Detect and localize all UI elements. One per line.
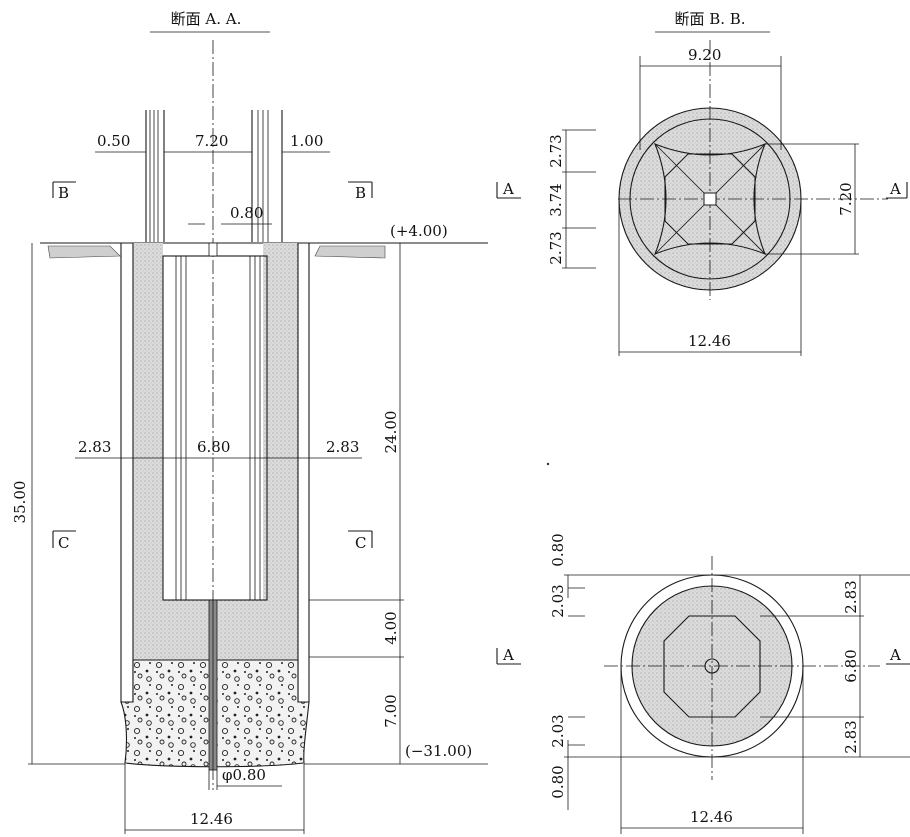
dim-bb-right: 7.20	[837, 182, 855, 215]
section-aa-title: 断面 A. A.	[171, 10, 242, 28]
tower-right-wall	[251, 110, 283, 242]
shaft-concrete-right	[213, 243, 298, 660]
bb-center-pipe	[703, 192, 717, 206]
cc-octagon-chamber	[663, 615, 761, 718]
cc-dim-top-gap: 0.80	[549, 533, 567, 566]
section-bb: 断面 B. B. 9.20 2.73 3.74 2.73 7.20	[496, 10, 908, 466]
elevation-bottom: (−31.00)	[405, 742, 472, 760]
dim-100: 1.00	[290, 132, 323, 150]
dim-inner: 6.80	[197, 438, 230, 456]
svg-text:A: A	[889, 180, 901, 198]
dim-right-wall: 2.83	[326, 438, 359, 456]
cc-dim-right-mid: 6.80	[842, 649, 860, 682]
section-marker-c-right: C	[348, 530, 373, 552]
tower-left-wall	[145, 110, 165, 242]
svg-text:B: B	[58, 184, 69, 202]
dim-bb-c: 2.73	[547, 231, 565, 264]
dim-bottom-depth: 7.00	[382, 694, 400, 727]
dim-050: 0.50	[97, 132, 130, 150]
cc-dim-right-top: 2.83	[842, 580, 860, 613]
section-marker-a-right-bb: A	[886, 180, 908, 199]
ground-surface	[40, 242, 488, 259]
dim-upper-depth: 24.00	[382, 411, 400, 454]
shaft-concrete-left	[133, 243, 213, 660]
top-gap	[208, 242, 218, 257]
section-cc: 0.80 2.03 2.03 0.80 2.83 6.80 2.83 12.46…	[496, 533, 910, 834]
elevation-top: (+4.00)	[390, 222, 448, 240]
svg-text:C: C	[58, 534, 69, 552]
svg-text:C: C	[355, 534, 366, 552]
svg-text:A: A	[502, 646, 514, 664]
dim-left-wall: 2.83	[78, 438, 111, 456]
section-marker-c-left: C	[52, 530, 76, 552]
dim-base-width: 12.46	[190, 810, 233, 828]
svg-text:A: A	[502, 180, 514, 198]
svg-text:B: B	[355, 184, 366, 202]
octagon-chamber	[664, 153, 756, 245]
section-marker-b-right: B	[348, 181, 373, 202]
section-marker-a-left-bb: A	[496, 180, 521, 199]
cc-dim-top-wall: 2.03	[549, 584, 567, 617]
dim-gap: 0.80	[230, 204, 263, 222]
cc-dim-right-bot: 2.83	[842, 720, 860, 753]
dim-720: 7.20	[195, 132, 228, 150]
section-marker-a-right-cc: A	[886, 646, 910, 665]
cc-center-pipe	[704, 658, 720, 674]
section-marker-b-left: B	[52, 181, 76, 202]
section-aa: 断面 A. A.	[11, 10, 488, 834]
chamber-lines	[175, 256, 261, 600]
cc-dim-bottom: 12.46	[690, 808, 733, 826]
svg-text:A: A	[889, 646, 901, 664]
dim-bb-b: 3.74	[547, 183, 565, 216]
dim-total-depth: 35.00	[11, 481, 29, 524]
cc-dim-bot-wall: 2.03	[549, 714, 567, 747]
inner-chamber	[162, 255, 268, 601]
stray-mark	[546, 462, 550, 466]
section-marker-a-left-cc: A	[496, 646, 521, 665]
dim-bb-a: 2.73	[547, 134, 565, 167]
dim-mid-depth: 4.00	[382, 611, 400, 644]
cc-dim-bot-gap: 0.80	[549, 765, 567, 798]
section-bb-title: 断面 B. B.	[674, 10, 745, 28]
dim-920: 9.20	[688, 46, 721, 64]
dim-bb-bottom: 12.46	[688, 332, 731, 350]
pipe-diameter: φ0.80	[222, 766, 266, 784]
